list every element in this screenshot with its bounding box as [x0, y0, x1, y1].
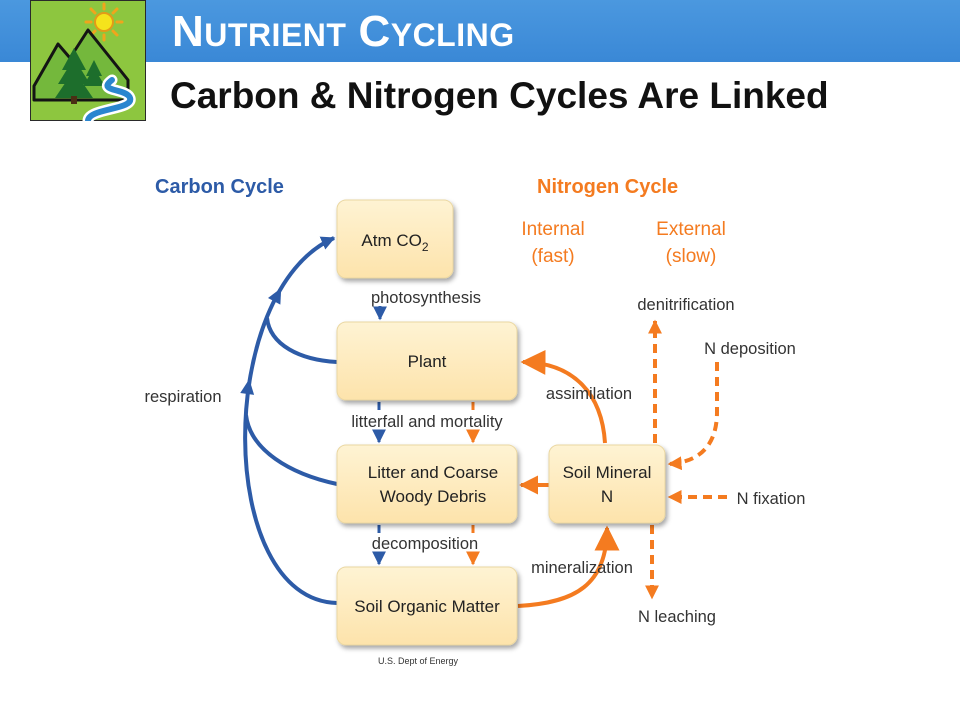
- mineralization-label: mineralization: [531, 559, 633, 577]
- box-atm-co2-shape: [336, 199, 454, 279]
- box-soil-organic-matter: Soil Organic Matter: [336, 566, 518, 646]
- atm-co2-label: Atm CO: [361, 231, 421, 250]
- box-soil-mineral-n: Soil Mineral N: [548, 444, 666, 524]
- photosynthesis-label: photosynthesis: [371, 289, 481, 307]
- decomposition-label: decomposition: [372, 535, 478, 553]
- box-soil-organic-matter-shape: [336, 566, 518, 646]
- atm-co2-text: Atm CO2: [361, 231, 428, 254]
- box-plant-shape: [336, 321, 518, 401]
- atm-co2-subscript: 2: [422, 240, 429, 254]
- mineralization-arrow: [517, 525, 620, 608]
- image-credit: U.S. Dept of Energy: [378, 656, 459, 666]
- nitrogen-cycle-heading: Nitrogen Cycle: [537, 176, 678, 198]
- external-speed-label: (slow): [666, 246, 717, 267]
- nature-logo-icon: [30, 0, 146, 121]
- soil-mineral-label-line2: N: [601, 487, 613, 506]
- soil-organic-matter-label: Soil Organic Matter: [354, 597, 500, 616]
- n-deposition-label: N deposition: [704, 340, 796, 358]
- soil-mineral-label-line1: Soil Mineral: [563, 463, 652, 482]
- litterfall-label: litterfall and mortality: [351, 413, 503, 431]
- box-atm-co2: Atm CO2: [336, 199, 454, 279]
- nitrogen-external-arrows: [645, 319, 727, 600]
- respiration-arrow-plant: [265, 317, 338, 364]
- internal-label: Internal: [521, 219, 584, 240]
- carbon-cycle-heading: Carbon Cycle: [155, 176, 284, 198]
- respiration-label: respiration: [144, 388, 221, 406]
- respiration-arrowhead-lower: [240, 379, 255, 395]
- box-plant: Plant: [336, 321, 518, 401]
- respiration-arrows: [240, 236, 338, 605]
- n-fixation-label: N fixation: [737, 490, 806, 508]
- respiration-arrow-soil-organic-matter: [243, 236, 338, 605]
- assimilation-arrow: [520, 349, 607, 444]
- slide-title-word-2: CYCLING: [358, 7, 515, 56]
- box-litter-shape: [336, 444, 518, 524]
- slide-title-word-1: NUTRIENT: [172, 7, 347, 56]
- header-bar: [0, 0, 960, 62]
- assimilation-label: assimilation: [546, 385, 632, 403]
- nitrogen-internal-arrows: [517, 349, 620, 608]
- tree-icon: [55, 48, 105, 104]
- litter-label-line1: Litter and Coarse: [368, 463, 498, 482]
- respiration-arrowhead-upper: [268, 288, 282, 305]
- box-litter: Litter and Coarse Woody Debris: [336, 444, 518, 524]
- respiration-arrow-litter: [244, 414, 338, 486]
- litter-label-line2: Woody Debris: [380, 487, 486, 506]
- vertical-flow-arrows: [372, 306, 480, 566]
- n-deposition-arrow: [667, 362, 719, 471]
- river-icon: [82, 74, 136, 121]
- slide-subtitle: Carbon & Nitrogen Cycles Are Linked: [170, 75, 829, 116]
- box-soil-mineral-n-shape: [548, 444, 666, 524]
- n-leaching-label: N leaching: [638, 608, 716, 626]
- denitrification-label: denitrification: [637, 296, 734, 314]
- internal-speed-label: (fast): [531, 246, 574, 267]
- external-label: External: [656, 219, 726, 240]
- plant-label: Plant: [408, 352, 447, 371]
